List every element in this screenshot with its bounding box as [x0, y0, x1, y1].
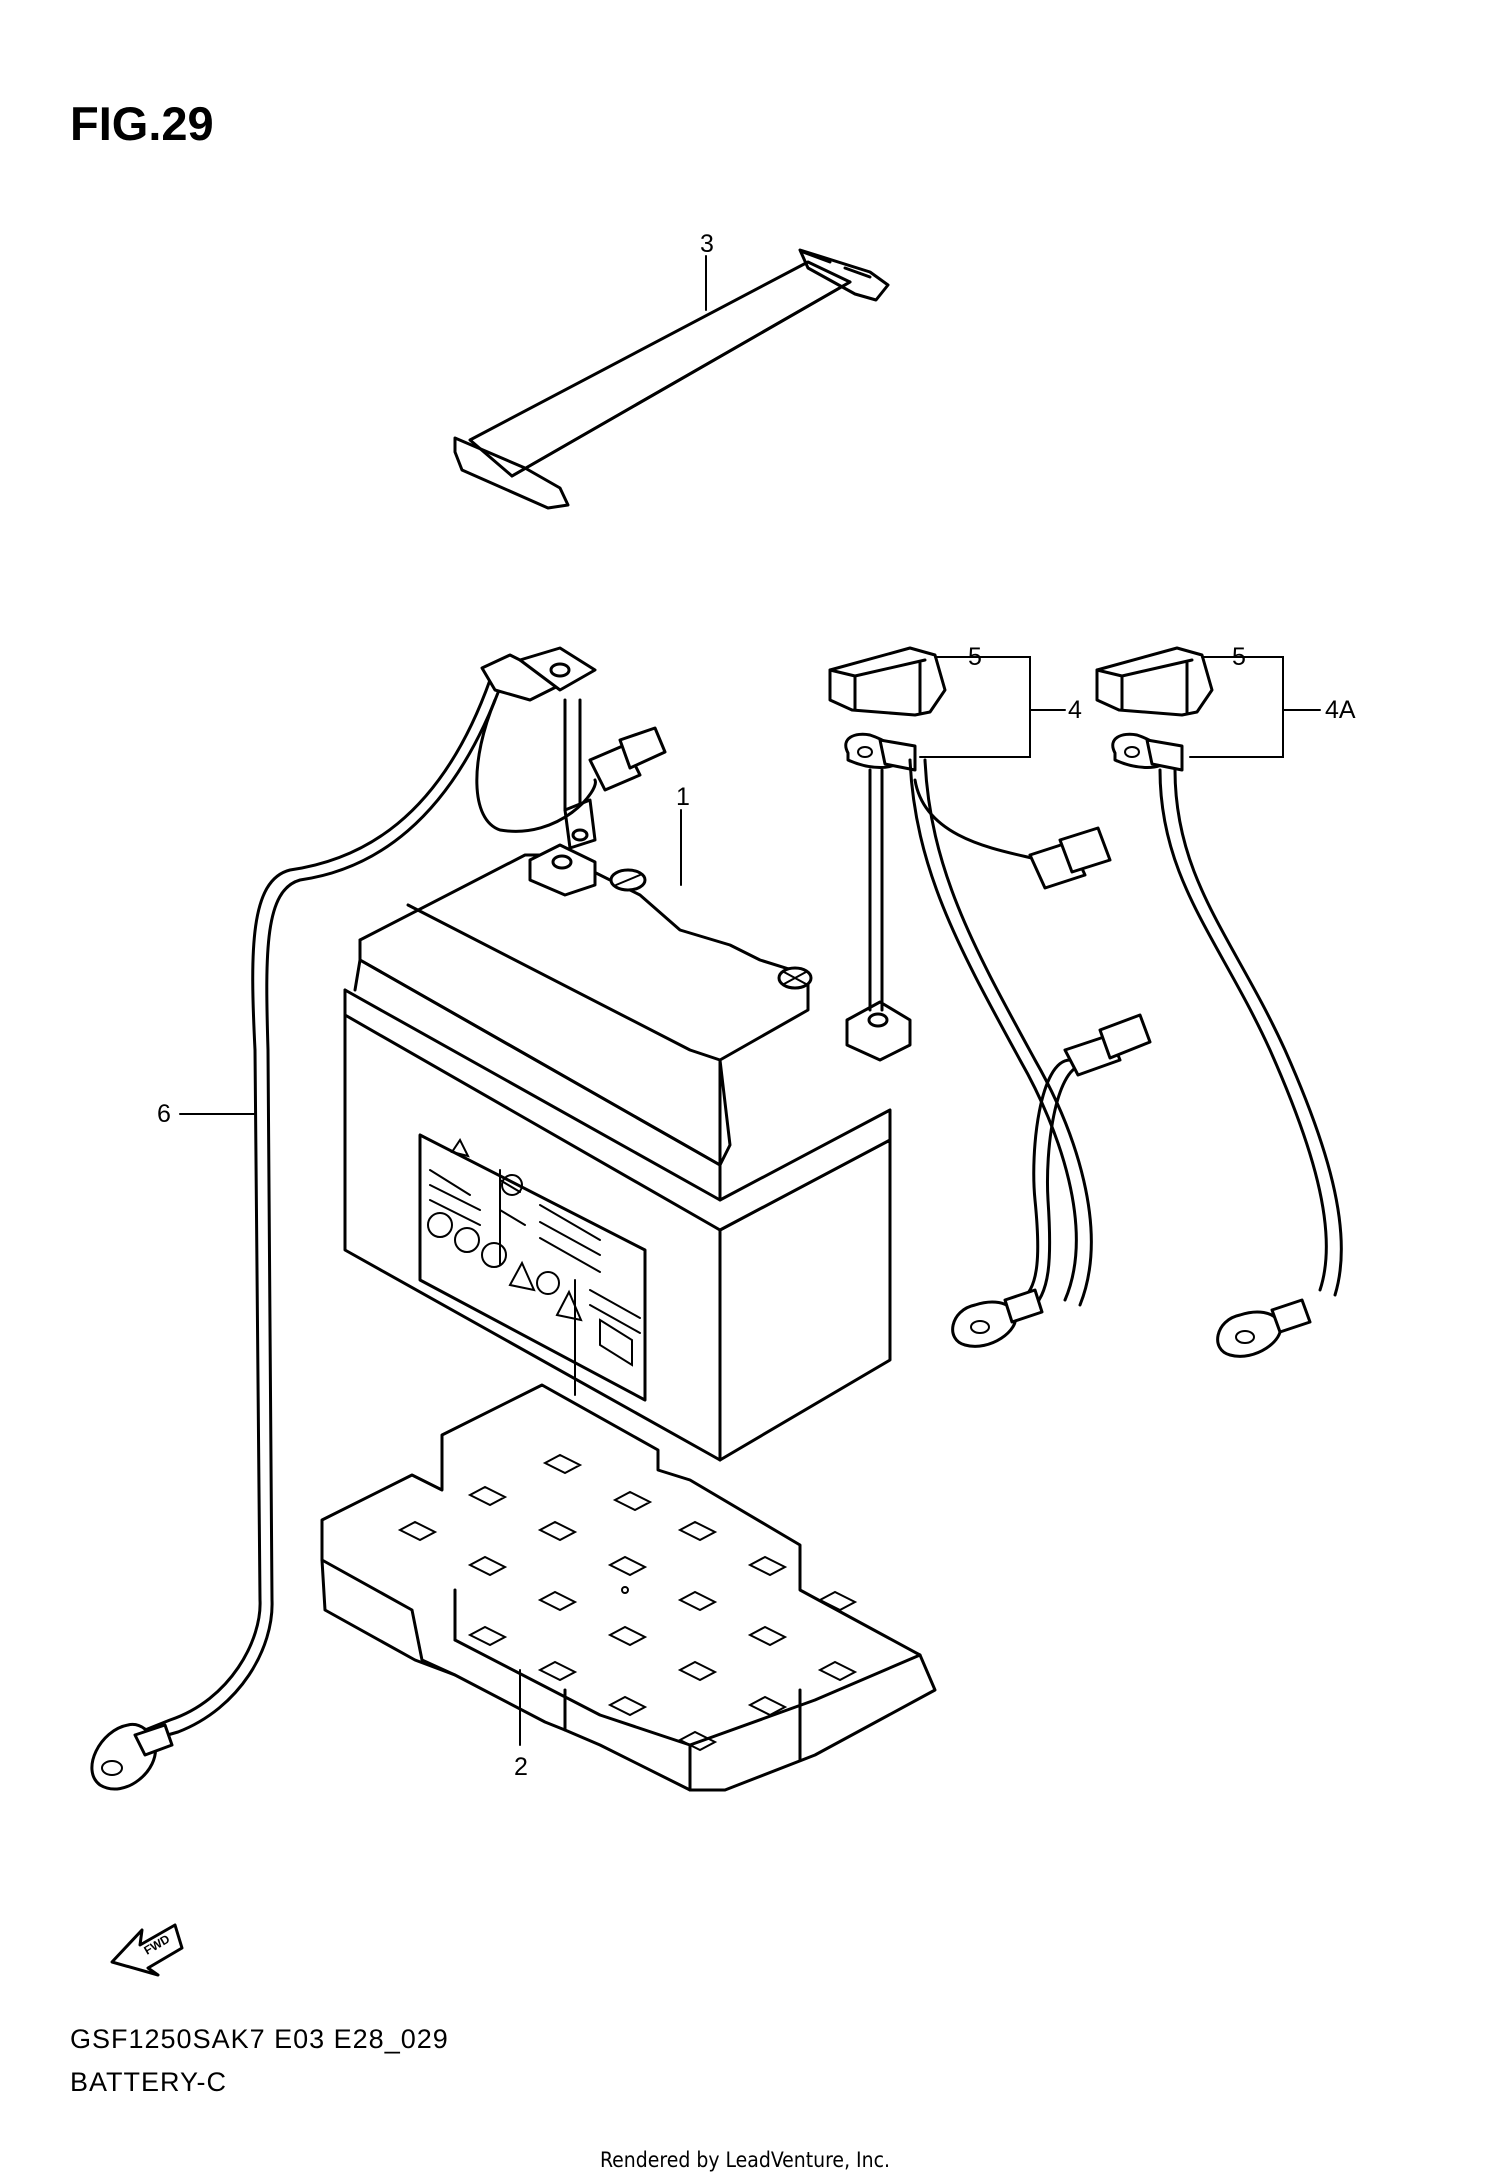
leader-5-4A: [1189, 656, 1321, 758]
lead-wire: [1111, 732, 1343, 1358]
figure-title: FIG.29: [70, 97, 214, 150]
callout-1: 1: [676, 783, 690, 811]
callout-6: 6: [157, 1100, 171, 1128]
battery: [343, 843, 912, 1462]
negative-lead-wire: [90, 646, 667, 1791]
terminal-cover-right: [1095, 646, 1214, 717]
leader-5-4: [919, 656, 1066, 758]
section-name: BATTERY-C: [70, 2067, 228, 2097]
callout-5-right: 5: [1232, 643, 1246, 671]
battery-tray: [320, 1383, 937, 1792]
model-code: GSF1250SAK7 E03 E28_029: [70, 2024, 449, 2054]
callout-3: 3: [700, 230, 714, 258]
render-credit: Rendered by LeadVenture, Inc.: [600, 2148, 890, 2172]
callout-4A: 4A: [1325, 696, 1356, 724]
callout-2: 2: [514, 1753, 528, 1781]
fwd-arrow-icon: FWD: [110, 1923, 184, 1977]
positive-lead-wire: [844, 732, 1152, 1348]
callout-5-left: 5: [968, 643, 982, 671]
terminal-cover-left: [828, 646, 947, 717]
callout-4: 4: [1068, 696, 1082, 724]
battery-strap: [453, 248, 890, 510]
